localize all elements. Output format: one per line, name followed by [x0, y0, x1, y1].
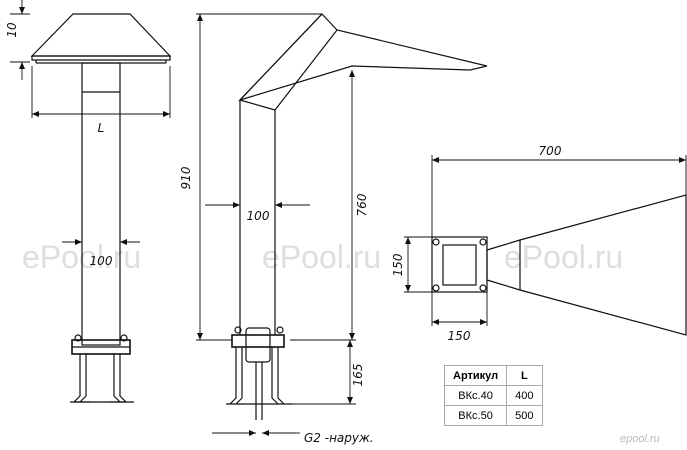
watermark-group: ePool.ru ePool.ru ePool.ru epool.ru: [22, 239, 660, 445]
dim-pipe-side: 100: [247, 209, 270, 223]
leg-right: [119, 354, 127, 403]
cell-article: ВКс.40: [443, 385, 508, 406]
watermark-center: ePool.ru: [262, 239, 381, 275]
cell-length: 500: [506, 405, 543, 426]
table-row: ВКс.40 400: [443, 385, 543, 406]
leg-left: [73, 354, 81, 403]
vertical-pipe: [81, 62, 121, 346]
watermark-right: ePool.ru: [504, 239, 623, 275]
dim-width-L: L: [98, 121, 105, 135]
header-article: Артикул: [443, 365, 508, 386]
table-row: ВКс.50 500: [443, 405, 543, 426]
table-header-row: Артикул L: [443, 365, 543, 386]
side-view: 910 760 100 165 G2 -наруж.: [179, 13, 488, 445]
spec-table: Артикул L ВКс.40 400 ВКс.50 500: [443, 365, 543, 426]
spout: [237, 13, 488, 102]
dim-thread: G2 -наруж.: [304, 431, 374, 445]
dim-pipe-front: 100: [90, 254, 113, 268]
top-view: 700 150 150: [391, 144, 687, 343]
header-length: L: [506, 365, 543, 386]
watermark-corner: epool.ru: [620, 433, 660, 445]
dim-top-length: 700: [539, 144, 562, 158]
hood-top: [30, 13, 172, 57]
cell-article: ВКс.50: [443, 405, 508, 426]
dim-base-height: 165: [351, 364, 365, 387]
dim-total-height: 910: [179, 166, 193, 189]
cell-length: 400: [506, 385, 543, 406]
dim-hood-height: 10: [5, 22, 19, 38]
side-base-flange: [231, 334, 285, 348]
dim-base-width: 150: [391, 253, 405, 276]
dim-base-depth: 150: [448, 329, 471, 343]
dim-inner-height: 760: [355, 193, 369, 216]
front-view: 10 L 100: [5, 0, 172, 403]
